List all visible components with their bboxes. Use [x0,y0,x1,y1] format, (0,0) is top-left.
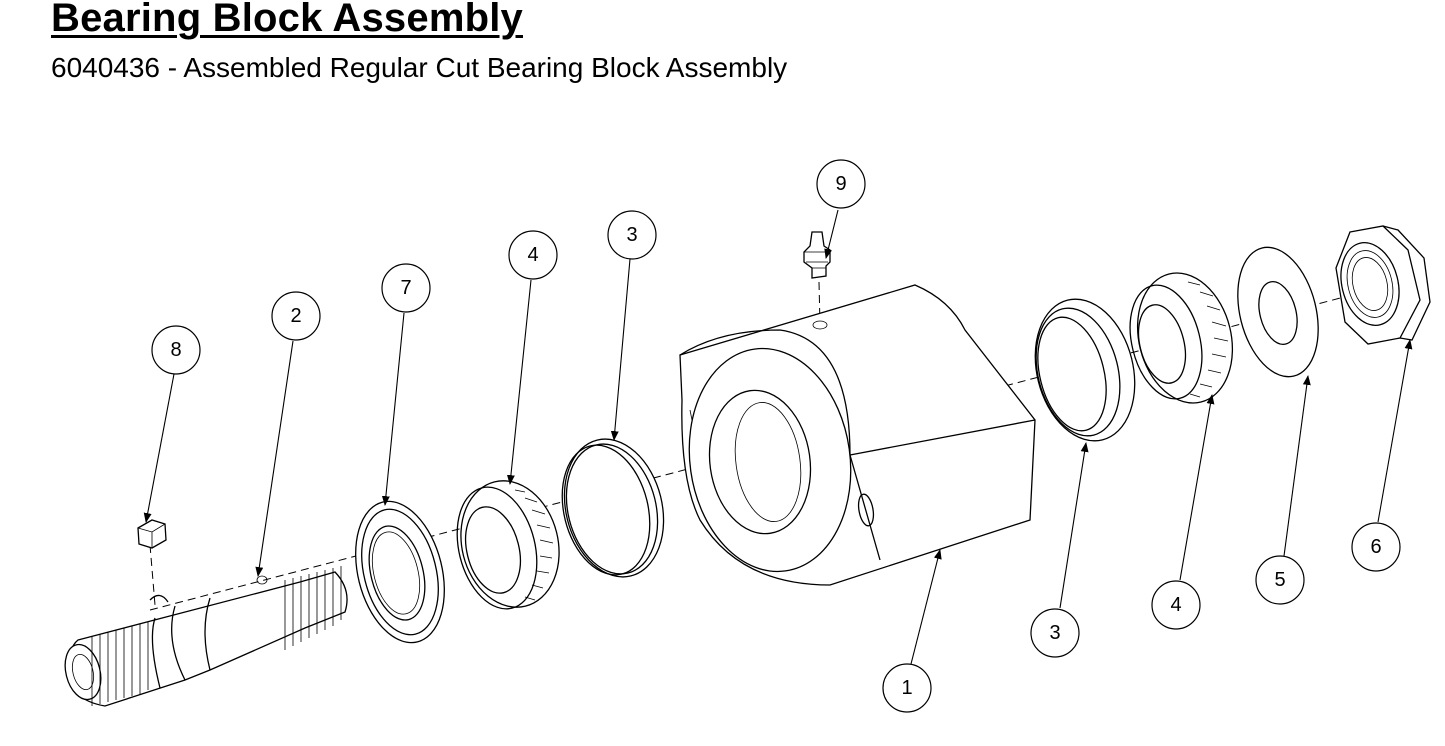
balloon-3: 3 [607,210,657,260]
tapered-roller-bearing-cone-icon [456,480,560,610]
balloon-9: 9 [816,159,866,209]
leader-line [910,549,942,665]
balloon-label: 9 [835,173,846,195]
leader-line [143,373,175,523]
leader-line [1377,339,1413,523]
leader-line [824,209,839,259]
leader-line [381,312,405,506]
bearing-cup-race-icon [561,438,665,578]
balloon-label: 1 [901,677,912,699]
balloon-8: 8 [151,325,201,375]
flat-washer-icon [1237,246,1319,378]
leader-line [1179,394,1215,581]
leader-line [506,279,532,485]
balloon-4: 4 [1151,580,1201,630]
balloon-7: 7 [381,263,431,313]
leader-line [1059,442,1089,609]
balloon-label: 6 [1370,536,1381,558]
balloon-label: 3 [626,224,637,246]
balloon-2: 2 [271,291,321,341]
balloon-label: 5 [1274,569,1285,591]
leader-line [1283,375,1311,557]
hex-jam-nut-icon [1335,225,1431,345]
bearing-cup-race-icon [1034,298,1136,442]
balloon-label: 3 [1049,622,1060,644]
balloon-6: 6 [1351,522,1401,572]
bearing-block-housing-icon [679,284,1036,586]
balloon-label: 8 [170,339,181,361]
grease-seal-icon [355,500,445,644]
leader-line [610,258,631,441]
balloon-3: 3 [1030,608,1080,658]
woodruff-key-icon [137,519,167,549]
threaded-spindle-shaft-icon [64,566,348,707]
tapered-roller-bearing-cone-icon [1129,272,1234,404]
balloon-4: 4 [508,230,558,280]
page-title: Bearing Block Assembly [51,0,523,40]
balloon-label: 2 [290,305,301,327]
balloon-label: 7 [400,277,411,299]
balloon-5: 5 [1255,555,1305,605]
key-centerline [149,544,156,606]
balloon-label: 4 [1170,594,1181,616]
leader-line [255,340,294,577]
grease-zerk-fitting-icon [803,231,831,279]
page-subtitle: 6040436 - Assembled Regular Cut Bearing … [51,52,788,83]
fitting-centerline [818,281,821,326]
balloon-1: 1 [882,663,932,713]
balloon-label: 4 [527,244,538,266]
